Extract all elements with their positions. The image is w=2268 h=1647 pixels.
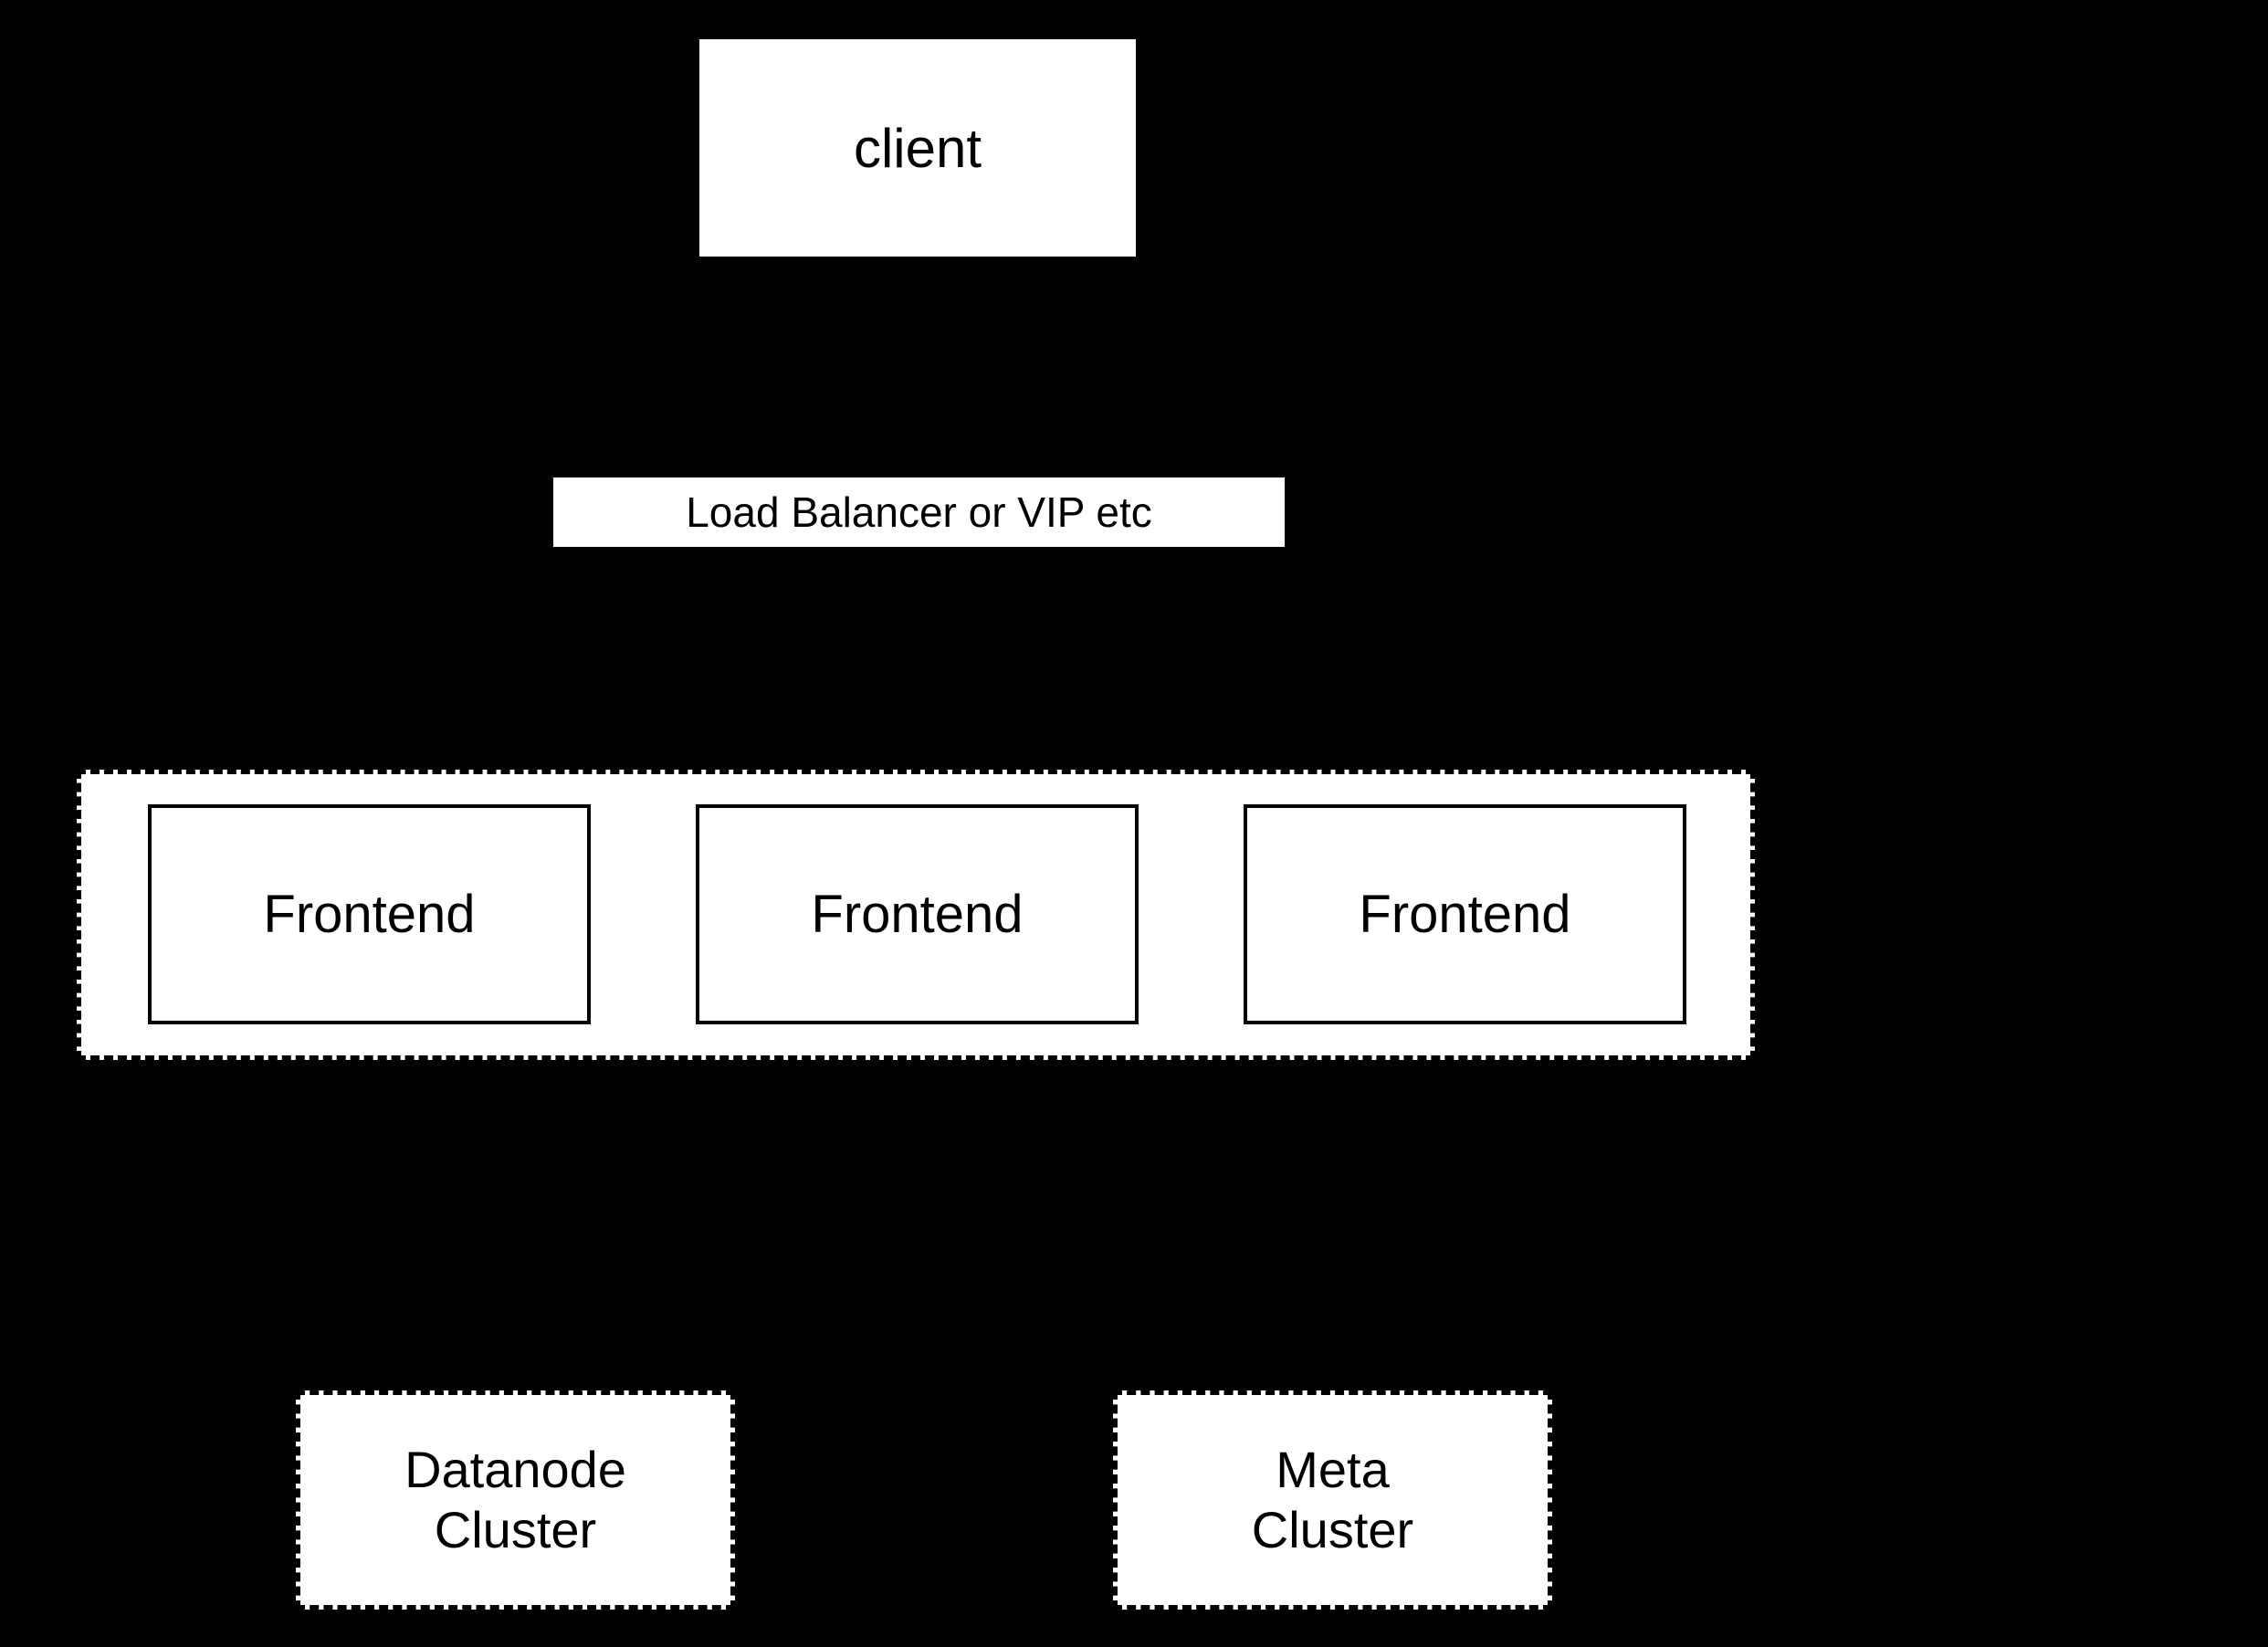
load-balancer-node: Load Balancer or VIP etc (553, 477, 1285, 547)
frontend-node-3: Frontend (1244, 804, 1686, 1024)
client-node-label: client (853, 117, 982, 179)
meta-cluster-node: Meta Cluster (1113, 1390, 1552, 1610)
frontend-node-2-label: Frontend (811, 885, 1024, 944)
frontend-node-3-label: Frontend (1359, 885, 1571, 944)
load-balancer-node-label: Load Balancer or VIP etc (686, 488, 1152, 536)
client-node: client (699, 39, 1136, 257)
datanode-cluster-node: Datanode Cluster (296, 1390, 735, 1610)
datanode-cluster-label-line-2: Cluster (434, 1501, 597, 1558)
frontend-group-container: Frontend Frontend Frontend (77, 770, 1755, 1060)
datanode-cluster-label-line-1: Datanode (404, 1441, 626, 1499)
meta-cluster-label-line-2: Cluster (1251, 1501, 1414, 1558)
frontend-node-1-label: Frontend (263, 885, 476, 944)
meta-cluster-label-line-1: Meta (1276, 1441, 1390, 1499)
frontend-node-2: Frontend (696, 804, 1139, 1024)
frontend-node-1: Frontend (148, 804, 591, 1024)
